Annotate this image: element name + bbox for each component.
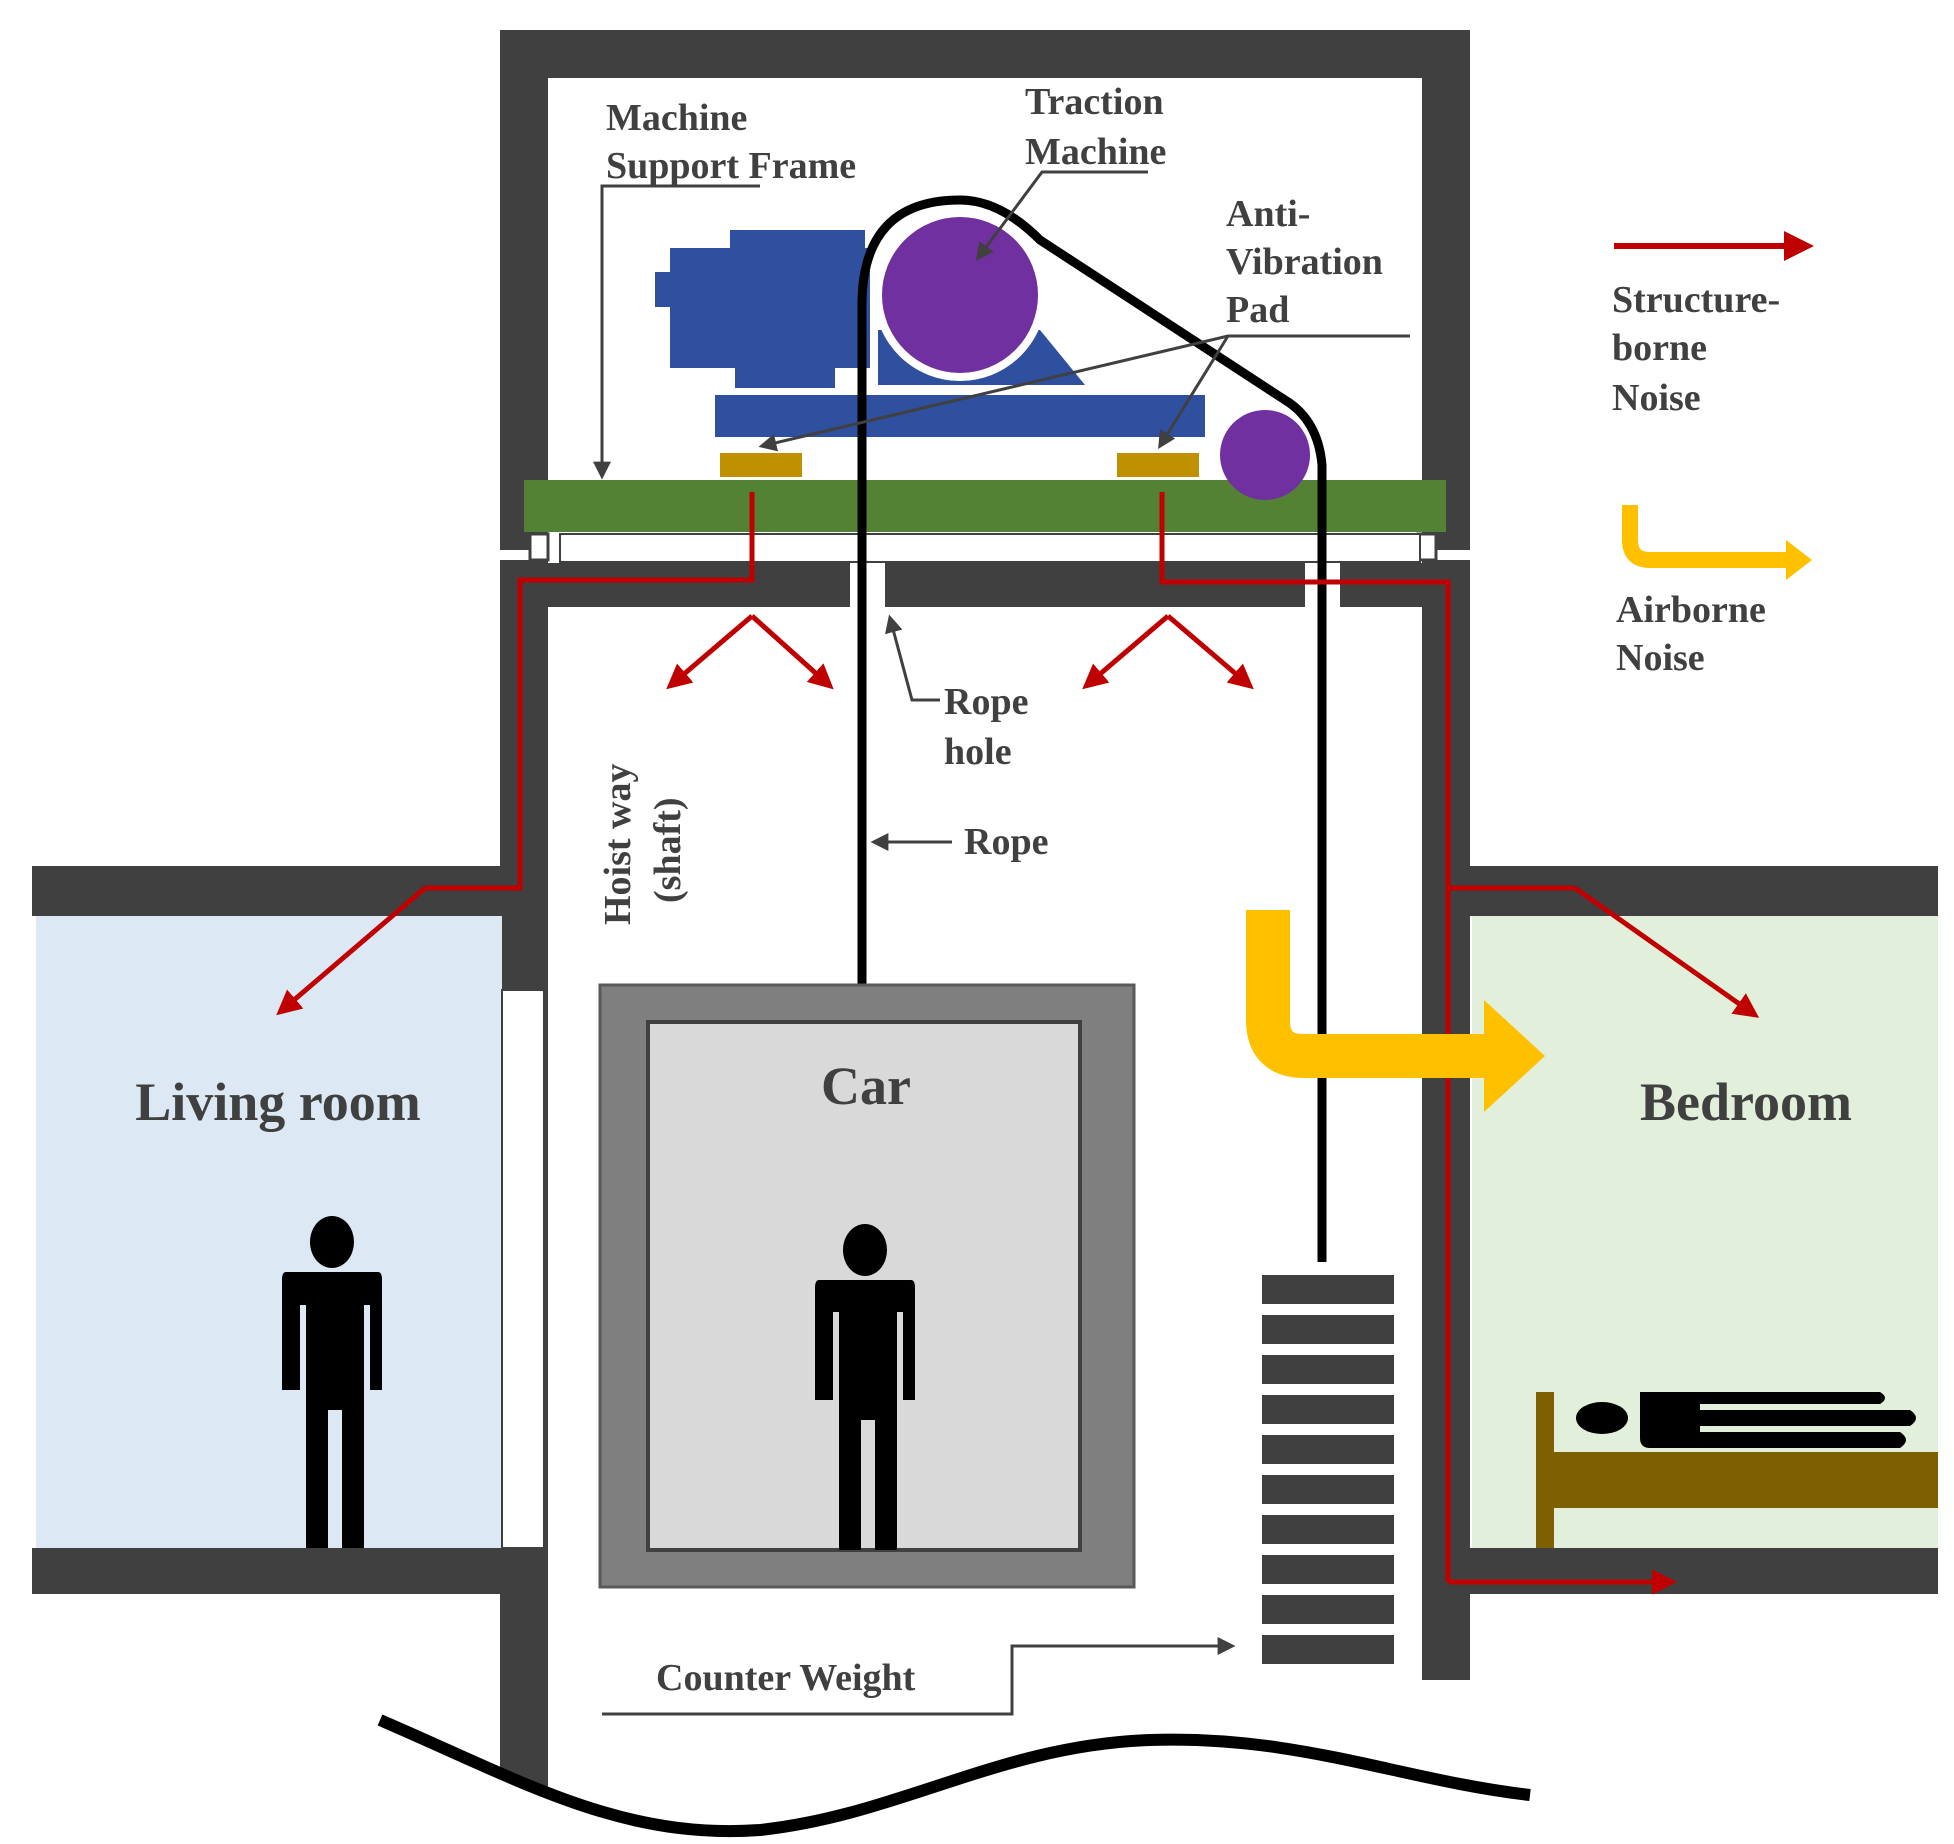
legend-airborne-arrow xyxy=(1622,505,1790,568)
person-in-car xyxy=(815,1224,915,1550)
label-bedroom: Bedroom xyxy=(1640,1072,1852,1132)
legend xyxy=(1614,231,1814,580)
label-living-room: Living room xyxy=(135,1072,421,1132)
label-rope: Rope xyxy=(964,821,1048,863)
living-room-floor xyxy=(32,1548,502,1594)
counter-weight-plate xyxy=(1262,1595,1394,1624)
label-counter-weight: Counter Weight xyxy=(656,1657,916,1699)
counter-weight-plate xyxy=(1262,1275,1394,1304)
machine-room-roof xyxy=(500,30,1470,78)
counter-weight-plate xyxy=(1262,1515,1394,1544)
structure-borne-noise-paths xyxy=(276,492,1760,1595)
bedroom-floor xyxy=(1468,1548,1938,1594)
person-sleeping xyxy=(1576,1392,1916,1448)
label-machine-support-frame: Machine Support Frame xyxy=(606,97,856,187)
counter-weight-plate xyxy=(1262,1635,1394,1664)
noise-arrow-living-room xyxy=(276,886,427,1016)
counter-weight-plate xyxy=(1262,1315,1394,1344)
noise-arrow-shaft-2 xyxy=(750,614,834,690)
airborne-noise-arrow xyxy=(1246,910,1545,1112)
machine-floor-center xyxy=(885,563,1305,607)
frame-gap xyxy=(559,533,1421,563)
machine-room-left-wall xyxy=(500,30,548,550)
break-line xyxy=(377,1714,1531,1838)
counter-weight-plate xyxy=(1262,1355,1394,1384)
label-anti-vibration-pad: Anti- Vibration Pad xyxy=(1226,193,1392,331)
rope xyxy=(857,195,1327,1262)
living-room-ceiling xyxy=(32,866,502,916)
machine-room-right-wall xyxy=(1422,30,1470,550)
noise-path-left-wall xyxy=(425,492,755,891)
machine-bedplate xyxy=(715,395,1205,437)
machine-floor-left xyxy=(520,563,850,607)
noise-path-right-wall xyxy=(1159,492,1575,891)
counter-weight-plate xyxy=(1262,1555,1394,1584)
legend-airborne-arrowhead xyxy=(1786,540,1812,580)
legend-airborne-label: Airborne Noise xyxy=(1616,589,1775,679)
traction-sheave xyxy=(874,209,1046,381)
hoistway-door-opening xyxy=(501,989,545,1549)
living-room xyxy=(36,916,502,1548)
leader-traction-machine xyxy=(975,170,1148,261)
leader-counter-weight xyxy=(602,1637,1236,1716)
counter-weight-plate xyxy=(1262,1435,1394,1464)
counter-weight xyxy=(1262,1275,1394,1664)
anti-vibration-pad-right xyxy=(1117,453,1199,477)
counter-weight-plate xyxy=(1262,1395,1394,1424)
anti-vibration-pad-left xyxy=(720,453,802,477)
person-living-room xyxy=(282,1216,382,1548)
motor xyxy=(655,230,870,388)
label-hoist-way: Hoist way (shaft) xyxy=(597,754,689,925)
frame-leg-left xyxy=(528,532,550,562)
deflector-sheave xyxy=(1220,410,1310,500)
label-car: Car xyxy=(821,1056,911,1116)
leader-rope-hole xyxy=(885,614,940,702)
counter-weight-plate xyxy=(1262,1475,1394,1504)
label-traction-machine: Traction Machine xyxy=(1025,81,1173,173)
legend-structure-borne-label: Structure- borne Noise xyxy=(1612,279,1790,419)
leader-pad-right xyxy=(1158,335,1230,450)
bed xyxy=(1536,1392,1938,1548)
bedroom-ceiling xyxy=(1468,866,1938,916)
noise-arrow-bedroom-top xyxy=(1573,885,1760,1018)
leader-lines xyxy=(593,170,1410,1716)
leader-support-frame xyxy=(593,184,760,480)
machine-support-frame xyxy=(524,480,1446,532)
noise-arrow-shaft-1 xyxy=(666,614,754,690)
noise-arrow-shaft-3 xyxy=(1082,614,1170,690)
label-rope-hole: Rope hole xyxy=(944,681,1038,773)
noise-arrow-shaft-4 xyxy=(1166,614,1254,690)
